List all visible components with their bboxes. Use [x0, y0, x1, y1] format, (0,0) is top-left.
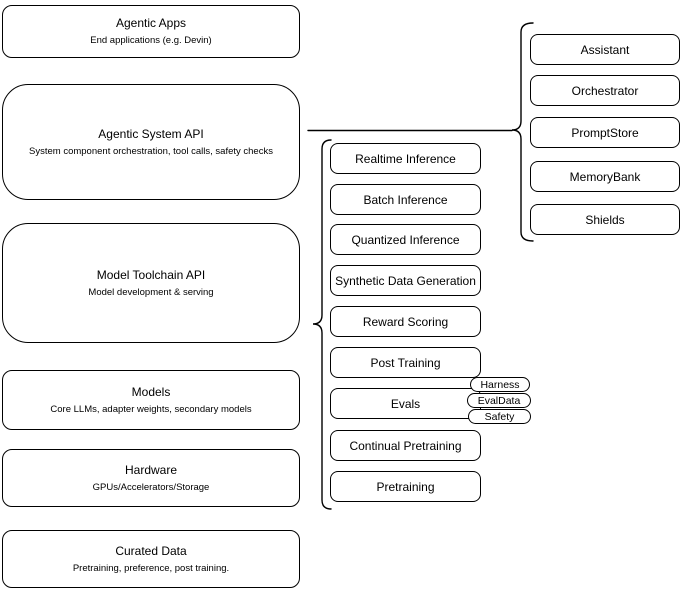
tag-label: Harness — [480, 378, 520, 391]
box-label: Realtime Inference — [355, 151, 456, 166]
box-title: Models — [131, 384, 171, 399]
box-promptstore: PromptStore — [530, 117, 680, 148]
box-synthetic-data-generation: Synthetic Data Generation — [330, 265, 481, 296]
box-evals: Evals — [330, 388, 481, 419]
box-assistant: Assistant — [530, 34, 680, 65]
tag-harness: Harness — [470, 377, 530, 392]
box-label: Batch Inference — [363, 192, 448, 207]
box-label: Evals — [390, 396, 421, 411]
tag-evaldata: EvalData — [467, 393, 531, 408]
box-shields: Shields — [530, 204, 680, 235]
box-subtitle: Core LLMs, adapter weights, secondary mo… — [50, 403, 252, 415]
box-label: MemoryBank — [569, 169, 641, 184]
box-agentic-apps: Agentic Apps End applications (e.g. Devi… — [2, 5, 300, 58]
box-realtime-inference: Realtime Inference — [330, 143, 481, 174]
box-title: Curated Data — [115, 543, 187, 558]
box-reward-scoring: Reward Scoring — [330, 306, 481, 337]
box-title: Hardware — [124, 462, 178, 477]
box-label: Orchestrator — [571, 83, 639, 98]
box-subtitle: System component orchestration, tool cal… — [29, 145, 273, 157]
toolchain-brace-connector — [312, 139, 332, 510]
tag-label: EvalData — [477, 394, 521, 407]
box-label: Quantized Inference — [351, 232, 460, 247]
box-post-training: Post Training — [330, 347, 481, 378]
box-model-toolchain-api: Model Toolchain API Model development & … — [2, 223, 300, 343]
box-title: Model Toolchain API — [96, 267, 206, 282]
box-label: PromptStore — [571, 125, 639, 140]
box-label: Continual Pretraining — [349, 438, 462, 453]
box-orchestrator: Orchestrator — [530, 75, 680, 106]
box-label: Synthetic Data Generation — [335, 273, 476, 288]
box-title: Agentic System API — [98, 126, 204, 141]
box-quantized-inference: Quantized Inference — [330, 224, 481, 255]
box-hardware: Hardware GPUs/Accelerators/Storage — [2, 449, 300, 507]
box-label: Assistant — [580, 42, 630, 57]
box-subtitle: Pretraining, preference, post training. — [72, 562, 230, 574]
box-label: Post Training — [370, 355, 441, 370]
box-agentic-system-api: Agentic System API System component orch… — [2, 84, 300, 200]
box-subtitle: End applications (e.g. Devin) — [90, 35, 212, 46]
box-memorybank: MemoryBank — [530, 161, 680, 192]
tag-safety: Safety — [468, 409, 531, 424]
box-subtitle: Model development & serving — [88, 286, 214, 298]
box-curated-data: Curated Data Pretraining, preference, po… — [2, 530, 300, 588]
box-models: Models Core LLMs, adapter weights, secon… — [2, 370, 300, 430]
box-title: Agentic Apps — [115, 16, 187, 30]
box-batch-inference: Batch Inference — [330, 184, 481, 215]
box-continual-pretraining: Continual Pretraining — [330, 430, 481, 461]
box-label: Reward Scoring — [362, 314, 449, 329]
box-pretraining: Pretraining — [330, 471, 481, 502]
box-label: Shields — [585, 212, 625, 227]
tag-label: Safety — [484, 410, 515, 423]
box-subtitle: GPUs/Accelerators/Storage — [92, 481, 210, 493]
box-label: Pretraining — [376, 479, 435, 494]
